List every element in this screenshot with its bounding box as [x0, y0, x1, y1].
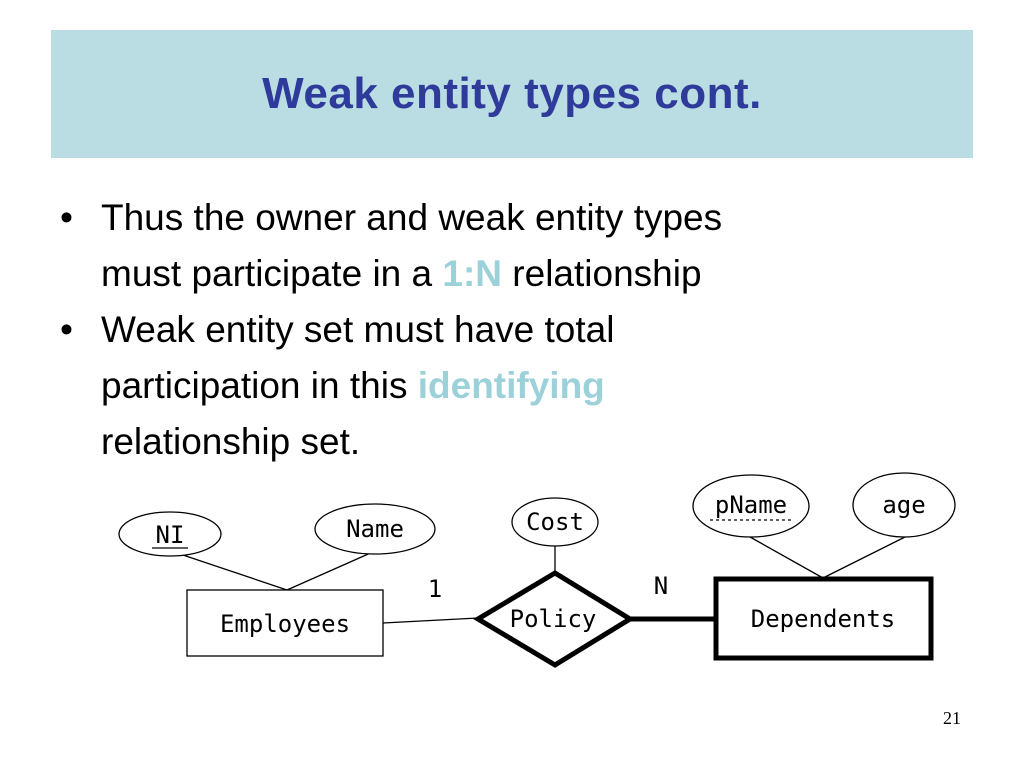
- relationship-policy: [473, 570, 635, 668]
- entity-dependents: [713, 576, 934, 661]
- connector-line: [749, 536, 824, 579]
- entity-employees-label: Employees: [220, 610, 350, 638]
- title-banner: Weak entity types cont.: [51, 30, 973, 158]
- connector-line: [382, 617, 479, 624]
- relationship-policy-label: Policy: [510, 605, 597, 633]
- cardinality-one-label: 1: [428, 575, 442, 603]
- connector-line: [167, 549, 288, 591]
- bullet-text: must participate in a: [101, 253, 443, 294]
- bullet-text: Weak entity set must have total: [101, 309, 615, 350]
- entity-employees: [186, 589, 384, 657]
- highlight-text: identifying: [417, 365, 605, 406]
- bullet-item: • Thus the owner and weak entity types m…: [60, 190, 940, 302]
- attribute-cost-label: Cost: [526, 508, 584, 536]
- connector-line: [286, 550, 376, 591]
- bullet-text: relationship: [502, 253, 702, 294]
- attribute-pname-label: pName: [715, 491, 787, 519]
- bullet-list: • Thus the owner and weak entity types m…: [60, 190, 940, 470]
- highlight-text: 1:N: [442, 253, 503, 294]
- bullet-dot: •: [60, 309, 73, 350]
- attribute-age-label: age: [882, 491, 925, 519]
- bullet-text: relationship set.: [101, 421, 361, 462]
- attribute-pname: [692, 474, 810, 538]
- connector-line: [822, 536, 906, 579]
- bullet-dot: •: [60, 197, 73, 238]
- attribute-ni-label: NI: [156, 521, 185, 549]
- bullet-text: participation in this: [101, 365, 418, 406]
- attribute-ni: [118, 511, 222, 557]
- bullet-item: • Weak entity set must have total partic…: [60, 302, 940, 470]
- slide-title: Weak entity types cont.: [262, 69, 762, 118]
- attribute-name-label: Name: [346, 515, 404, 543]
- attribute-cost: [511, 497, 599, 547]
- slide-number: 21: [943, 708, 961, 728]
- cardinality-n-label: N: [654, 572, 668, 600]
- attribute-age: [852, 472, 956, 538]
- attribute-name: [314, 503, 436, 555]
- bullet-text: Thus the owner and weak entity types: [101, 197, 723, 238]
- entity-dependents-label: Dependents: [751, 605, 896, 633]
